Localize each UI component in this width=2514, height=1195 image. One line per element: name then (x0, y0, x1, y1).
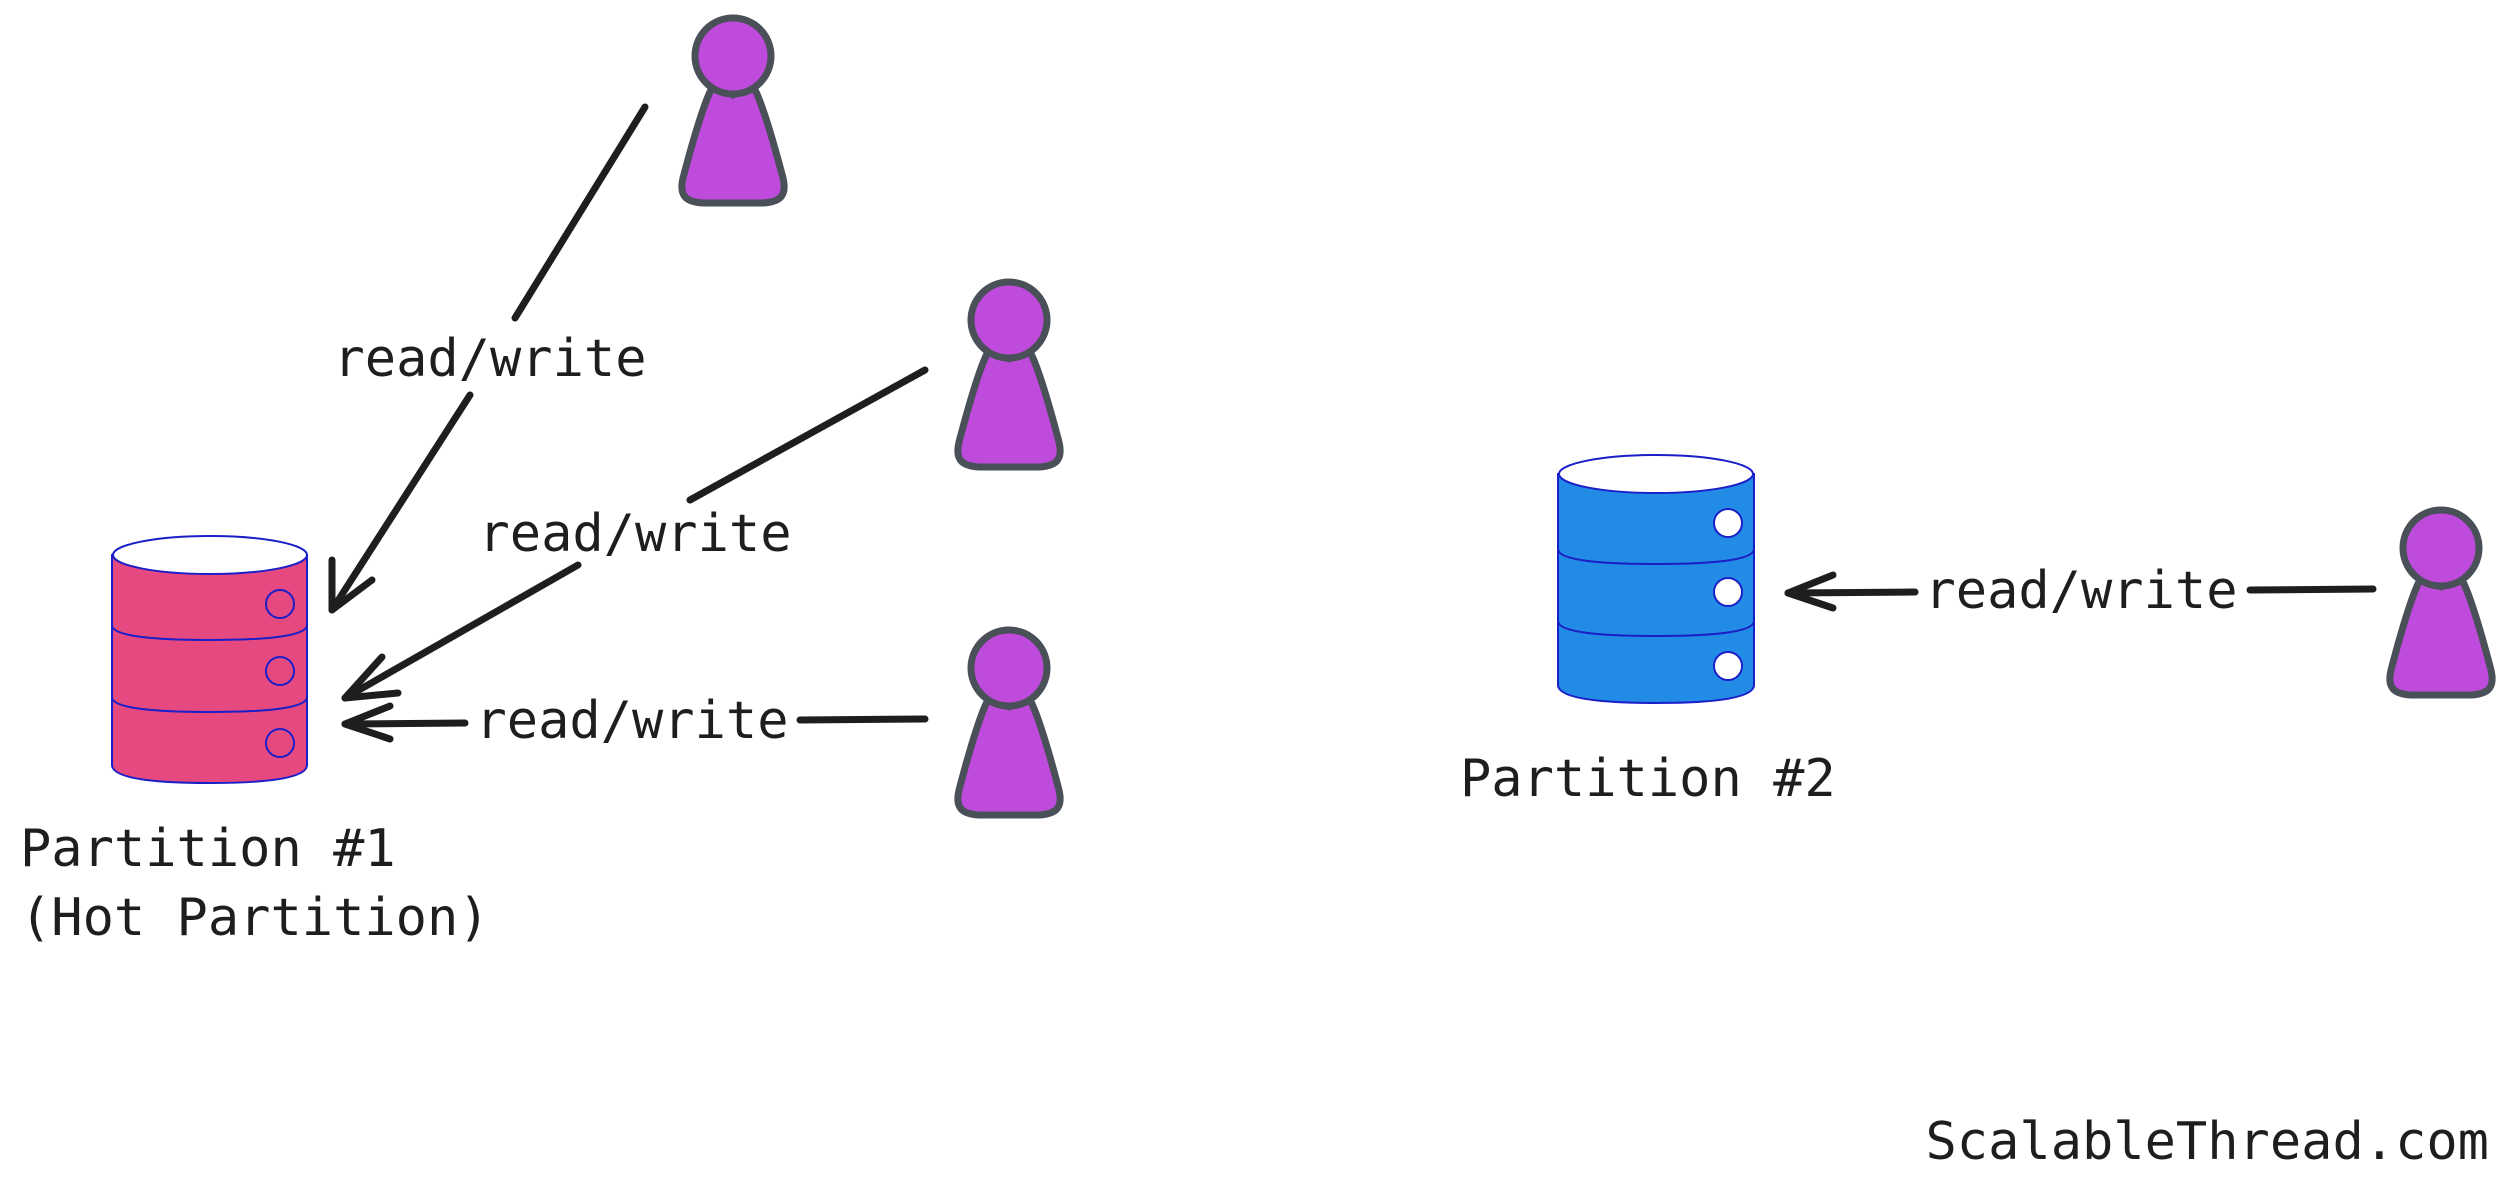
user-icon-4 (2386, 506, 2496, 699)
connection-label-2: read/write (478, 504, 791, 564)
arrow-user-4-to-partition-2 (1784, 571, 2377, 612)
arrow-user-2-to-partition-1 (341, 366, 929, 702)
arrow-user-3-to-partition-1 (341, 702, 929, 743)
connection-label-4: read/write (1924, 561, 2237, 621)
partition-1-subtitle: (Hot Partition) (20, 888, 490, 948)
connection-label-3: read/write (475, 691, 788, 751)
partition-2-title: Partition #2 (1460, 749, 1836, 809)
user-icon-3 (954, 626, 1064, 819)
database-icon-partition-2 (1557, 454, 1755, 705)
arrow-user-1-to-partition-1 (328, 103, 649, 614)
user-icon-1 (678, 14, 788, 207)
user-icon-2 (954, 278, 1064, 471)
partition-1-title: Partition #1 (20, 819, 396, 879)
database-icon-partition-1 (111, 535, 308, 785)
connection-label-1: read/write (333, 329, 646, 389)
brand-watermark: ScalableThread.com (1925, 1112, 2489, 1172)
